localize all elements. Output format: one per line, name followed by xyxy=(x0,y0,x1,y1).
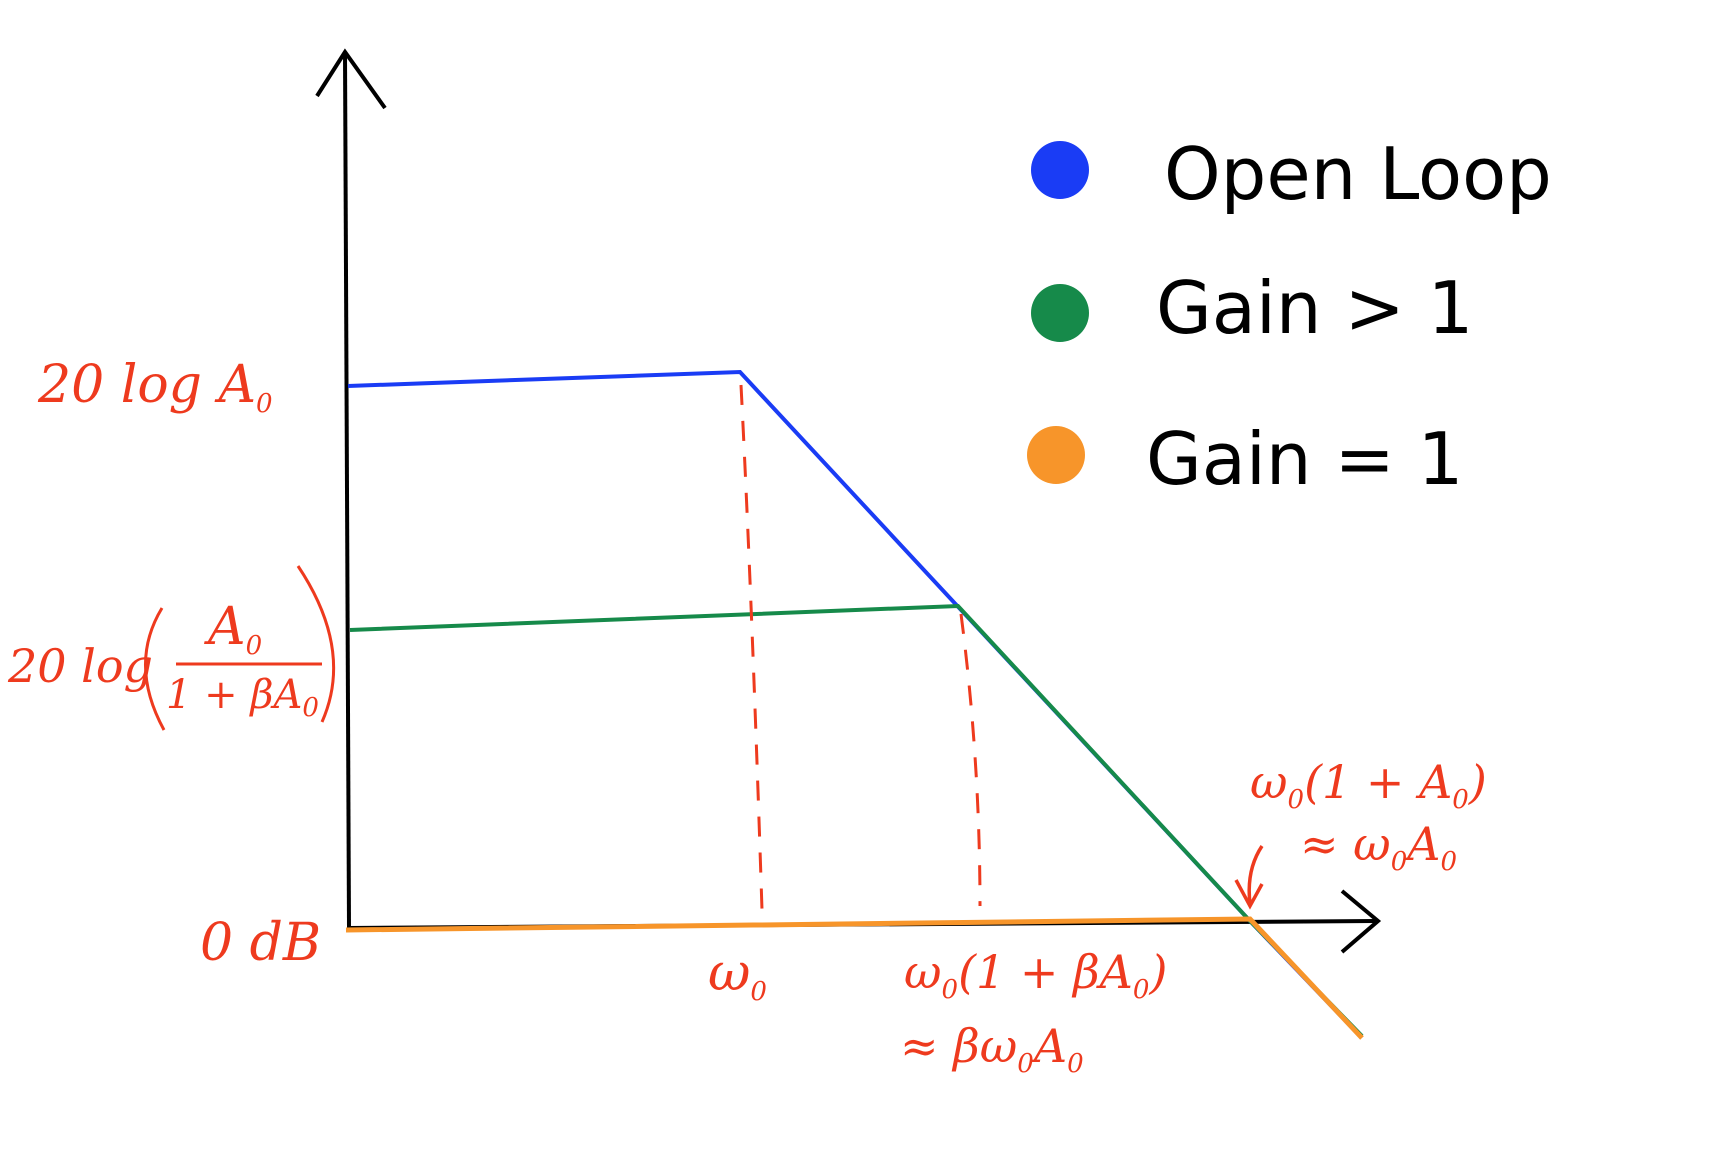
w0-1-beta-a0-dashed-guide xyxy=(959,613,982,907)
left-paren xyxy=(144,607,166,731)
gain-eq-1-curve xyxy=(345,916,1364,1040)
legend: Open Loop Gain > 1 Gain = 1 xyxy=(1027,132,1552,501)
gain-gt-1-curve xyxy=(349,603,1364,1038)
x-axis-arrowhead xyxy=(1340,889,1382,954)
open-loop-gain-label: 20 log A0 xyxy=(37,355,273,419)
legend-label-gain-eq-1: Gain = 1 xyxy=(1146,417,1463,501)
w0-1-a0-line2: ≈ ω0A0 xyxy=(1300,817,1457,877)
zero-db-label: 0 dB xyxy=(200,913,321,973)
legend-marker-open-loop xyxy=(1031,141,1089,199)
dashed-guides xyxy=(739,384,982,911)
w0-1-beta-a0-line1: ω0(1 + βA0) xyxy=(904,945,1167,1005)
legend-marker-gain-gt-1 xyxy=(1031,284,1089,342)
w0-1-beta-a0-line2: ≈ βω0A0 xyxy=(900,1019,1084,1079)
y-axis xyxy=(343,53,351,929)
crossover-arrow-icon xyxy=(1234,845,1264,910)
y-annotations: 20 log A0 20 log A0 1 + βA0 0 dB xyxy=(7,355,336,973)
w0-1-beta-a0-label: ω0(1 + βA0) ≈ βω0A0 xyxy=(900,945,1167,1079)
fraction-denominator: 1 + βA0 xyxy=(166,672,319,723)
w0-1-a0-line1: ω0(1 + A0) xyxy=(1250,755,1487,815)
legend-marker-gain-eq-1 xyxy=(1027,426,1085,484)
curves xyxy=(345,369,1364,1040)
w0-label: ω0 xyxy=(708,943,767,1007)
y-axis-arrowhead xyxy=(315,48,387,110)
closed-loop-gain-prefix: 20 log xyxy=(7,639,153,693)
w0-1-a0-label: ω0(1 + A0) ≈ ω0A0 xyxy=(1250,755,1487,877)
w0-dashed-guide xyxy=(739,384,764,911)
right-paren xyxy=(296,565,336,723)
x-annotations: ω0 ω0(1 + βA0) ≈ βω0A0 ω0(1 + A0) ≈ ω0A0 xyxy=(708,755,1487,1079)
legend-label-open-loop: Open Loop xyxy=(1164,132,1552,216)
fraction-numerator: A0 xyxy=(204,597,262,661)
legend-label-gain-gt-1: Gain > 1 xyxy=(1156,266,1473,350)
closed-loop-gain-label: 20 log A0 1 + βA0 xyxy=(7,565,336,731)
